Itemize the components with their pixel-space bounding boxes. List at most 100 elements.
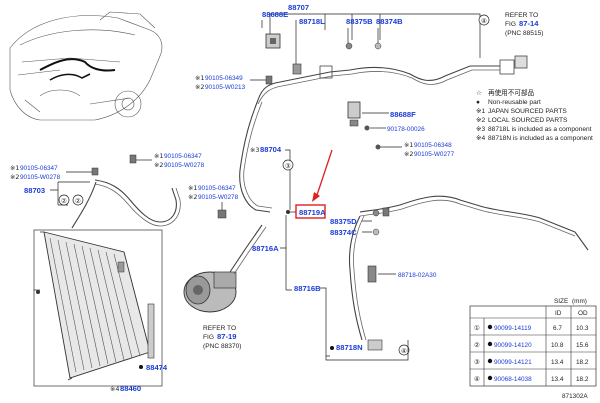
refer-comp-pnc: (PNC 88370): [203, 343, 241, 350]
figure-code: 871302A: [562, 393, 588, 400]
label-88704[interactable]: 88704: [260, 145, 282, 154]
size-row-2-id: 13.4: [551, 359, 564, 366]
legend-2-symbol: ※1: [476, 108, 486, 115]
label-88703[interactable]: 88703: [24, 186, 45, 195]
marker-m3: ※3: [250, 146, 259, 154]
bolt-a-part1[interactable]: 90105-06349: [205, 75, 243, 82]
pipe-88707: [257, 55, 528, 105]
refer-comp-fig[interactable]: 87-19: [217, 332, 236, 341]
label-88688e[interactable]: 88688E: [262, 10, 288, 19]
bolt-e-prefix1: ※1: [404, 141, 413, 149]
marker-c4-top: ④: [481, 17, 487, 25]
label-88716b[interactable]: 88716B: [294, 284, 321, 293]
refer-top-line1: REFER TO: [505, 12, 538, 19]
size-table: SIZE (mm) ID OD ① 90099-14119 6.7 10.3 ②…: [469, 298, 597, 387]
bolt-d-prefix1: ※1: [188, 184, 197, 192]
legend-5-symbol: ※4: [476, 135, 486, 142]
bolt-d-part2[interactable]: 90105-W0278: [198, 194, 239, 201]
bolt-a-part2[interactable]: 90105-W0213: [205, 84, 246, 91]
valve-88718n: [367, 339, 383, 351]
marker-c3-mid: ③: [285, 162, 291, 170]
bolt-b-part1[interactable]: 90105-06347: [20, 165, 58, 172]
size-row-0-key: ①: [474, 325, 480, 332]
label-88374c[interactable]: 88374C: [330, 228, 357, 237]
label-88718l[interactable]: 88718L: [299, 17, 325, 26]
label-88460[interactable]: 88460: [120, 384, 141, 393]
bolt-b-part2[interactable]: 90105-W0278: [20, 174, 61, 181]
bolt-d-icon: [217, 209, 227, 219]
clamp-88688f: [347, 101, 361, 127]
bolt-b-icon: [91, 167, 99, 176]
vehicle-sketch: [9, 11, 163, 121]
legend-0-text: 再使用不可部品: [488, 88, 535, 97]
legend-4-symbol: ※3: [476, 126, 486, 133]
legend-4-text: 88718L is included as a component: [488, 126, 592, 133]
label-88716a[interactable]: 88716A: [252, 244, 279, 253]
label-88718-02a30[interactable]: 88718-02A30: [398, 272, 437, 279]
label-88707[interactable]: 88707: [288, 3, 309, 12]
legend-3-symbol: ※2: [476, 117, 486, 124]
marker-m4: ※4: [110, 385, 119, 393]
size-table-unit: (mm): [572, 298, 587, 305]
refer-comp-line2: FIG: [203, 334, 214, 341]
size-row-3-key: ④: [474, 376, 480, 383]
bolt-d-part1[interactable]: 90105-06347: [198, 185, 236, 192]
pipe-88716: [348, 195, 589, 341]
refer-comp-line1: REFER TO: [203, 325, 236, 332]
clamp-88688e: [265, 33, 281, 49]
label-88375b[interactable]: 88375B: [346, 17, 373, 26]
size-table-header-od: OD: [578, 310, 588, 317]
label-88719a[interactable]: 88719A: [299, 208, 326, 217]
label-88718n[interactable]: 88718N: [336, 343, 363, 352]
compressor: [183, 224, 267, 313]
legend-5-text: 88718N is included as a component: [488, 135, 593, 142]
size-row-2-key: ③: [474, 359, 480, 366]
size-row-1-part[interactable]: 90099-14120: [494, 342, 532, 349]
size-row-0-part[interactable]: 90099-14119: [494, 325, 532, 332]
size-row-3-part[interactable]: 90068-14038: [494, 376, 532, 383]
marker-c2-left-b: ②: [75, 197, 81, 205]
bolt-a-icon: [265, 75, 273, 85]
valve-88718-02a30: [367, 265, 377, 283]
size-row-1-id: 10.8: [551, 342, 564, 349]
marker-c4-right: ④: [401, 347, 407, 355]
size-row-2-od: 18.2: [576, 359, 589, 366]
bolt-d-prefix2: ※2: [188, 193, 197, 201]
valve-88718l: [292, 63, 302, 75]
refer-top-pnc: (PNC 88515): [505, 30, 543, 37]
label-88688f[interactable]: 88688F: [390, 110, 416, 119]
label-88474[interactable]: 88474: [146, 363, 168, 372]
nut-f-part[interactable]: 90178-00026: [387, 126, 425, 133]
pipe-88703: [71, 179, 181, 229]
size-row-3-od: 18.2: [576, 376, 589, 383]
bolt-b-prefix1: ※1: [10, 164, 19, 172]
receiver-88474: [147, 303, 155, 359]
legend-1-text: Non-reusable part: [488, 99, 541, 106]
label-88374b[interactable]: 88374B: [376, 17, 403, 26]
size-row-1-key: ②: [474, 342, 480, 349]
size-row-1-od: 15.6: [576, 342, 589, 349]
refer-top-fig[interactable]: 87-14: [519, 19, 539, 28]
legend-2-text: JAPAN SOURCED PARTS: [488, 108, 567, 115]
bolt-e-part1[interactable]: 90105-06348: [414, 142, 452, 149]
label-88375d[interactable]: 88375D: [330, 217, 357, 226]
highlight-box: [295, 204, 326, 219]
oring-88375b: [345, 42, 353, 50]
legend-1-symbol: ●: [476, 99, 480, 106]
highlight-arrow: [312, 192, 320, 202]
legend: ☆ 再使用不可部品 ● Non-reusable part ※1 JAPAN S…: [476, 88, 593, 142]
bolt-e-icon: [375, 144, 381, 150]
condenser-88460: [40, 231, 151, 381]
refer-top-line2: FIG: [505, 21, 516, 28]
nut-f-icon: [364, 125, 370, 131]
bolt-c-part2[interactable]: 90105-W0278: [164, 162, 205, 169]
cap-88374b: [374, 42, 382, 50]
pipe-88704: [239, 99, 273, 213]
bolt-e-part2[interactable]: 90105-W0277: [414, 151, 455, 158]
bolt-c-part1[interactable]: 90105-06347: [164, 153, 202, 160]
legend-3-text: LOCAL SOURCED PARTS: [488, 117, 568, 124]
bolt-e-prefix2: ※2: [404, 150, 413, 158]
size-row-2-part[interactable]: 90099-14121: [494, 359, 532, 366]
size-table-title: SIZE: [554, 298, 568, 305]
